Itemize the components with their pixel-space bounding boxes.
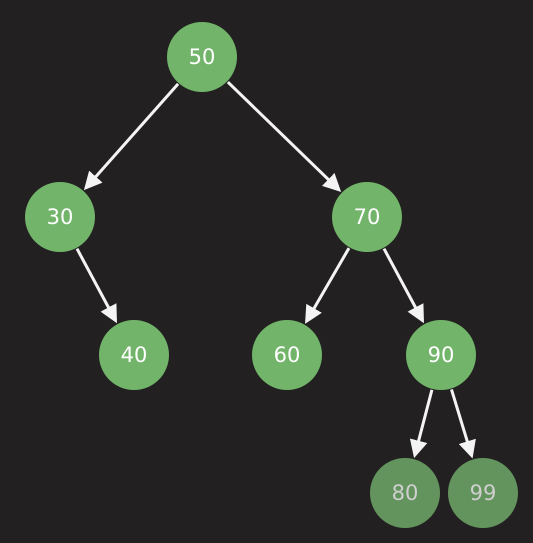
- node-80-label: 80: [392, 481, 419, 505]
- node-70-circle: [332, 182, 402, 252]
- node-99-circle: [448, 458, 518, 528]
- node-30: 30: [25, 182, 95, 252]
- edge-50-30: [83, 82, 180, 191]
- node-40-label: 40: [121, 343, 148, 367]
- node-80-circle: [370, 458, 440, 528]
- node-90-label: 90: [428, 343, 455, 367]
- nodes-layer: 50 30 70 40 60 90 80 99: [25, 22, 518, 528]
- edges-layer: [75, 80, 476, 459]
- node-60-circle: [252, 320, 322, 390]
- node-30-label: 30: [47, 205, 74, 229]
- node-50: 50: [167, 22, 237, 92]
- node-40-circle: [99, 320, 169, 390]
- node-80: 80: [370, 458, 440, 528]
- node-60-label: 60: [274, 343, 301, 367]
- node-99: 99: [448, 458, 518, 528]
- edge-70-60: [305, 247, 351, 324]
- node-90: 90: [406, 320, 476, 390]
- node-50-circle: [167, 22, 237, 92]
- edge-90-80: [409, 389, 434, 459]
- edge-70-90: [382, 248, 424, 324]
- node-50-label: 50: [189, 45, 216, 69]
- node-60: 60: [252, 320, 322, 390]
- node-40: 40: [99, 320, 169, 390]
- edge-30-40: [75, 248, 117, 324]
- node-70-label: 70: [354, 205, 381, 229]
- edge-90-99: [450, 389, 476, 459]
- node-90-circle: [406, 320, 476, 390]
- node-70: 70: [332, 182, 402, 252]
- node-99-label: 99: [470, 481, 497, 505]
- edge-50-70: [226, 80, 342, 192]
- node-30-circle: [25, 182, 95, 252]
